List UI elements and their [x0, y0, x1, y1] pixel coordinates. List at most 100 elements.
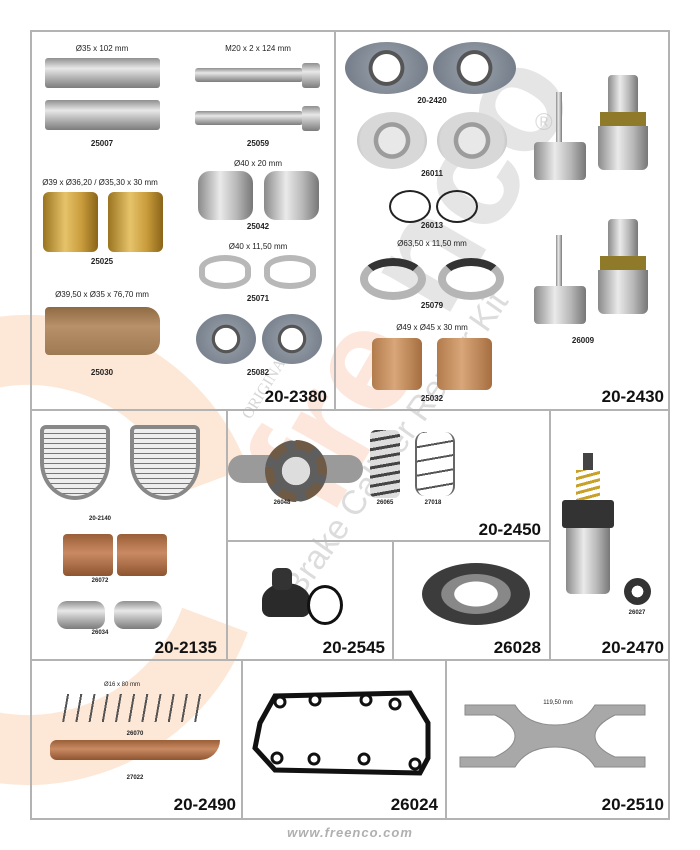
divider: [445, 660, 447, 820]
seal-ring-image: [438, 258, 504, 300]
part-number: 26070: [126, 731, 144, 737]
bolt-image: [195, 111, 303, 125]
piston-body-image: [598, 126, 648, 170]
dimension-label: Ø16 x 80 mm: [103, 682, 141, 688]
dimension-label: Ø63,50 x 11,50 mm: [397, 239, 467, 248]
pin-image: [114, 601, 162, 629]
kit-number: 26024: [390, 795, 438, 814]
piston-stem-image: [583, 453, 593, 473]
spring-image: [62, 694, 206, 722]
dimension-label: M20 x 2 x 124 mm: [225, 44, 291, 53]
adjuster-stem-image: [556, 92, 562, 147]
part-number: 25082: [246, 368, 270, 377]
kit-number: 20-2545: [322, 638, 385, 657]
guide-pin-image: [45, 58, 160, 88]
dimension-label: 119,50 mm: [543, 700, 573, 706]
part-number: 26009: [571, 336, 595, 345]
dimension-label: Ø39,50 x Ø35 x 76,70 mm: [55, 290, 149, 299]
divider: [334, 30, 336, 411]
bushing-image: [372, 338, 422, 390]
part-number: 26011: [421, 169, 443, 178]
bolt-head: [302, 106, 320, 131]
seal-plate-image: [345, 42, 428, 94]
spanner-tool-image: [459, 704, 646, 768]
divider: [392, 541, 394, 661]
divider: [226, 410, 228, 661]
divider: [241, 660, 243, 820]
needle-bearing-image: [40, 425, 110, 500]
part-number: 26065: [376, 500, 394, 506]
kit-number: 26028: [493, 638, 541, 657]
adjuster-nut-image: [534, 142, 586, 180]
divider: [30, 409, 670, 411]
part-number: 25032: [420, 394, 444, 403]
gear-image: [562, 500, 614, 528]
part-number: 20-2420: [417, 96, 447, 105]
bolt-image: [195, 68, 303, 82]
sleeve-image: [45, 307, 160, 355]
bushing-image: [43, 192, 98, 252]
part-number: 26027: [628, 610, 646, 616]
gear-image: [265, 440, 327, 502]
kit-number: 20-2135: [154, 638, 217, 657]
bearing-shell-image: [63, 534, 113, 576]
bushing-image: [437, 338, 492, 390]
spring-image: [576, 470, 600, 500]
adjuster-nut-image: [534, 286, 586, 324]
dimension-label: Ø40 x 20 mm: [233, 159, 283, 168]
part-number: 26013: [420, 221, 444, 230]
part-number: 25059: [246, 139, 270, 148]
gasket-image: [252, 690, 431, 776]
kit-number: 20-2490: [173, 795, 236, 814]
kit-number: 20-2510: [601, 795, 664, 814]
kit-number: 20-2470: [601, 638, 664, 657]
piston-top-image: [608, 219, 638, 259]
thrust-plate-image: [437, 112, 507, 169]
part-number: 26048: [273, 500, 291, 506]
part-number: 25071: [246, 294, 270, 303]
pin-image: [50, 740, 220, 760]
o-ring-image: [307, 585, 343, 625]
piston-seal-image: [600, 256, 646, 270]
circlip-image: [389, 190, 431, 223]
cap-image: [198, 171, 253, 220]
part-number: 25007: [90, 139, 114, 148]
ring-image: [264, 255, 316, 289]
kit-number: 20-2380: [264, 387, 327, 406]
part-number: 20-2140: [88, 516, 112, 522]
piston-body-image: [598, 270, 648, 314]
part-number: 26034: [91, 630, 109, 636]
catalog-frame: [30, 30, 670, 820]
kit-number: 20-2430: [601, 387, 664, 406]
dimension-label: Ø35 x 102 mm: [75, 44, 129, 53]
dimension-label: Ø40 x 11,50 mm: [228, 242, 288, 251]
part-number: 25030: [90, 368, 114, 377]
dimension-label: Ø49 x Ø45 x 30 mm: [396, 323, 468, 332]
seal-image: [624, 578, 651, 605]
guide-pin-image: [45, 100, 160, 130]
bushing-image: [108, 192, 163, 252]
adjuster-stem-image: [556, 235, 562, 290]
part-number: 25079: [420, 301, 444, 310]
cap-image: [264, 171, 319, 220]
dimension-label: Ø39 x Ø36,20 / Ø35,30 x 30 mm: [42, 178, 158, 187]
seal-ring-image: [360, 258, 426, 300]
part-number: 27018: [424, 500, 442, 506]
part-number: 25025: [90, 257, 114, 266]
spring-image: [370, 430, 400, 498]
pin-image: [57, 601, 105, 629]
circlip-image: [436, 190, 478, 223]
bolt-head: [302, 63, 320, 88]
seal-image: [262, 314, 322, 364]
part-number: 27022: [126, 775, 144, 781]
part-number: 26072: [91, 578, 109, 584]
dust-boot-image: [422, 563, 530, 625]
piston-top-image: [608, 75, 638, 115]
cap-top: [272, 568, 292, 590]
thrust-plate-image: [357, 112, 427, 169]
website-url[interactable]: www.freenco.com: [287, 825, 413, 840]
kit-number: 20-2450: [478, 520, 541, 539]
piston-body-image: [566, 528, 610, 594]
piston-seal-image: [600, 112, 646, 126]
needle-bearing-image: [130, 425, 200, 500]
